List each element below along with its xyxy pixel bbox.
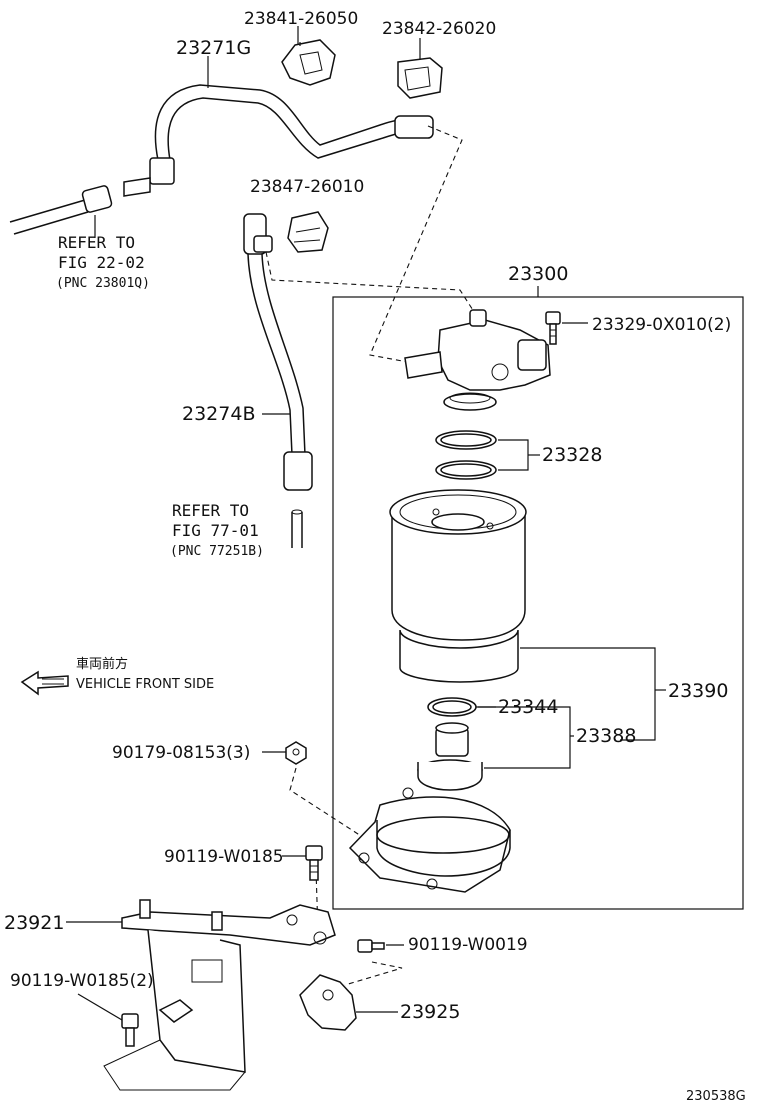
label-23921: 23921: [4, 912, 64, 934]
filter-assembly-frame: [332, 286, 744, 910]
filter-band-bracket: [348, 787, 511, 893]
label-23328: 23328: [542, 444, 602, 466]
refer-lower-line1: REFER TO: [172, 501, 249, 520]
clip-23842: [397, 38, 443, 99]
direction-label-jp: 車両前方: [76, 656, 128, 672]
drain-plug-23388: [417, 706, 574, 791]
refer-upper-line1: REFER TO: [58, 233, 135, 252]
label-23390: 23390: [668, 680, 728, 702]
label-23925: 23925: [400, 1001, 460, 1023]
label-90119-w0019: 90119-W0019: [408, 935, 528, 955]
label-23271g: 23271G: [176, 37, 251, 59]
refer-lower-line2: FIG 77-01: [172, 521, 259, 540]
filter-element: [389, 489, 666, 741]
label-90119-w0185-2: 90119-W0185(2): [10, 971, 154, 991]
figure-code: 230538G: [686, 1089, 746, 1104]
label-23841: 23841-26050: [244, 9, 358, 29]
label-23344: 23344: [498, 696, 558, 718]
direction-label-en: VEHICLE FRONT SIDE: [76, 677, 214, 692]
label-23847: 23847-26010: [250, 177, 364, 197]
upper-fuel-hose: [123, 56, 434, 197]
refer-upper-line3: (PNC 23801Q): [56, 276, 150, 291]
front-direction-indicator: [20, 670, 69, 696]
o-rings-23328: [435, 430, 540, 480]
label-23300: 23300: [508, 263, 568, 285]
bolt-90119-w0185: [282, 845, 323, 881]
label-90119-w0185: 90119-W0185: [164, 847, 284, 867]
bolt-90119-w0019: [357, 939, 404, 953]
refer-lower-line3: (PNC 77251B): [170, 544, 264, 559]
screw-23329: [545, 311, 588, 345]
mount-bracket-23921: [66, 899, 336, 1091]
fuel-inlet-pipe: [9, 185, 113, 238]
label-23274b: 23274B: [182, 403, 255, 425]
bolt-90119-w0185-x2: [77, 993, 139, 1047]
label-90179: 90179-08153(3): [112, 743, 250, 763]
label-23329: 23329-0X010(2): [592, 315, 731, 335]
label-23842: 23842-26020: [382, 19, 496, 39]
refer-upper-line2: FIG 22-02: [58, 253, 145, 272]
clip-23847: [287, 211, 329, 253]
lower-fuel-hose: [243, 213, 313, 491]
return-pipe-stub: [291, 509, 303, 548]
filter-head: [404, 309, 551, 411]
label-23388: 23388: [576, 725, 636, 747]
nut-90179: [262, 741, 307, 765]
sensor-23925: [299, 974, 398, 1031]
clip-23841: [281, 26, 336, 86]
